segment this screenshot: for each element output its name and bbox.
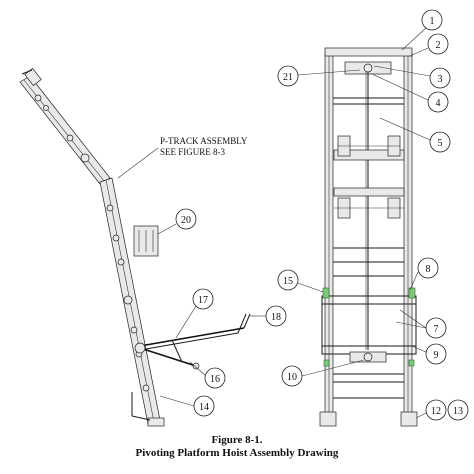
front-view: [319, 47, 418, 427]
callout-15: 15: [277, 269, 324, 293]
callout-9: 9: [411, 343, 447, 365]
callout-3: 3: [373, 65, 451, 89]
callout-13: 13: [447, 399, 469, 421]
svg-text:1: 1: [430, 16, 435, 27]
p-track-assembly: [19, 67, 111, 185]
main-track: [99, 177, 165, 427]
callout-2: 2: [409, 33, 449, 57]
callout-17: 17: [175, 288, 214, 339]
svg-text:2: 2: [436, 40, 441, 51]
svg-text:18: 18: [271, 312, 281, 323]
callout-7: 7: [395, 309, 447, 339]
figure-title: Pivoting Platform Hoist Assembly Drawing: [135, 447, 339, 459]
callout-8: 8: [409, 257, 439, 291]
svg-text:20: 20: [181, 215, 191, 226]
callout-14: 14: [159, 395, 215, 417]
svg-text:12: 12: [431, 406, 441, 417]
svg-text:17: 17: [198, 295, 208, 306]
svg-text:15: 15: [283, 276, 293, 287]
svg-text:3: 3: [438, 74, 443, 85]
svg-text:13: 13: [453, 406, 463, 417]
svg-text:8: 8: [426, 264, 431, 275]
svg-text:21: 21: [283, 72, 293, 83]
svg-text:9: 9: [434, 350, 439, 361]
svg-text:14: 14: [199, 402, 209, 413]
annotation-line-1: P-TRACK ASSEMBLY: [160, 136, 248, 146]
figure-number: Figure 8-1.: [211, 434, 263, 446]
bracket: [133, 225, 159, 257]
svg-text:10: 10: [287, 372, 297, 383]
callout-12: 12: [415, 399, 447, 421]
figure-caption: Figure 8-1. Pivoting Platform Hoist Asse…: [0, 434, 474, 460]
callout-21: 21: [277, 65, 361, 87]
callout-18: 18: [250, 305, 287, 327]
svg-text:16: 16: [210, 374, 220, 385]
pivot-arm: [134, 313, 251, 370]
callout-16: 16: [189, 361, 226, 389]
callout-5: 5: [379, 117, 451, 153]
svg-text:7: 7: [434, 324, 439, 335]
annotation-line-2: SEE FIGURE 8-3: [160, 147, 225, 157]
callout-4: 4: [371, 73, 449, 113]
callout-20: 20: [157, 208, 197, 235]
svg-text:5: 5: [438, 138, 443, 149]
callout-1: 1: [401, 9, 443, 51]
side-view: P-TRACK ASSEMBLY SEE FIGURE 8-3: [19, 67, 251, 427]
svg-text:4: 4: [436, 98, 441, 109]
callout-10: 10: [281, 359, 365, 387]
